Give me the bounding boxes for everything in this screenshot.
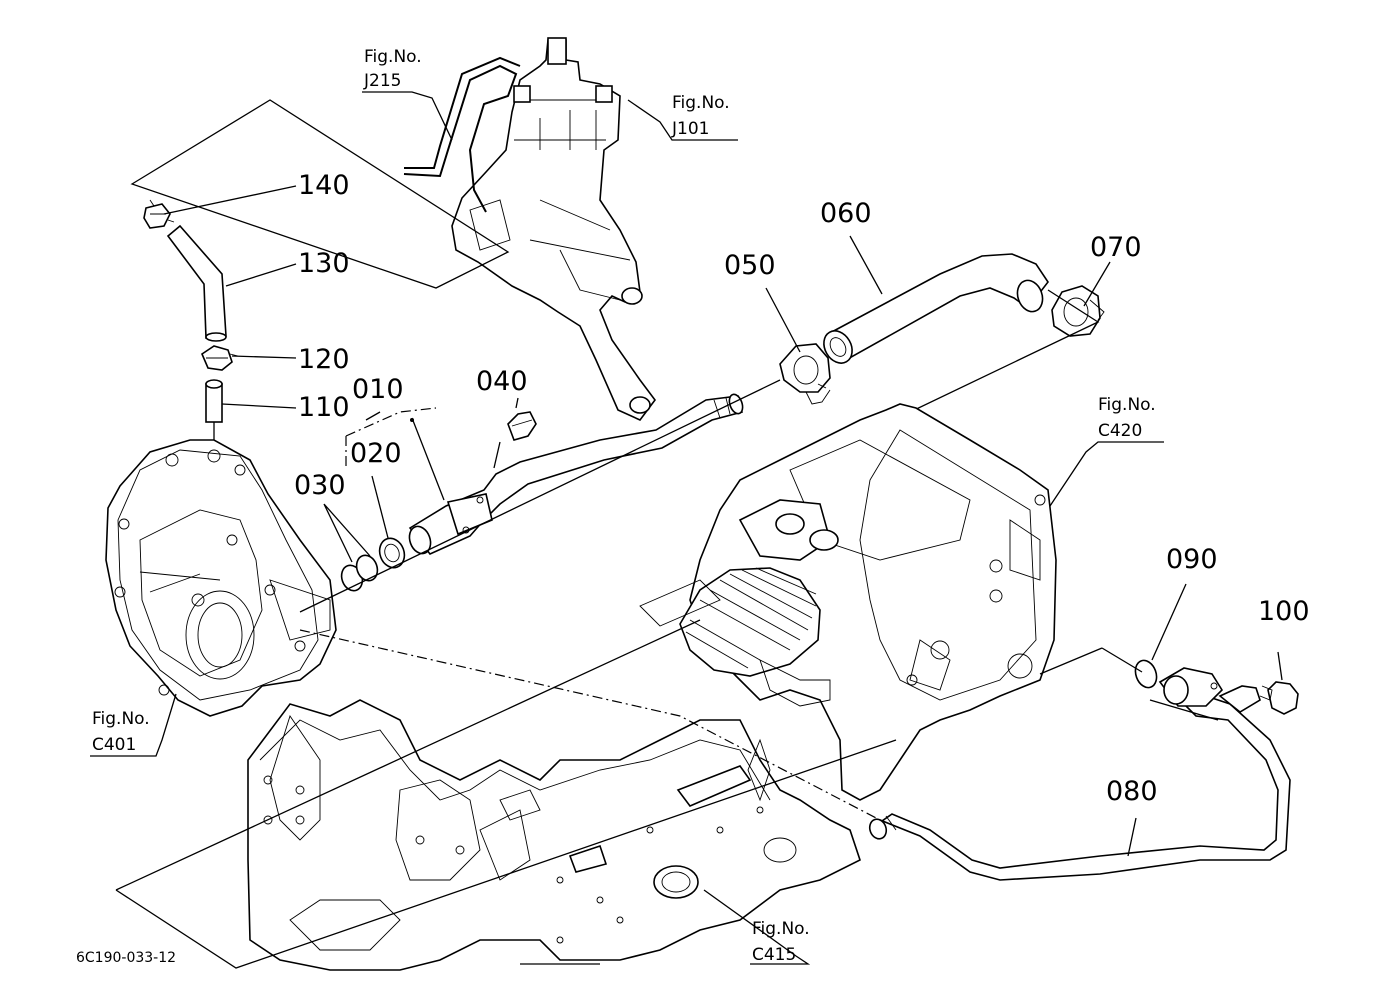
fig-ref-label-j101: Fig.No.: [672, 93, 730, 113]
leader-j215: [362, 91, 453, 141]
part-label-120: 120: [298, 344, 350, 375]
part-number-labels: 010 020 030 040 050 060 070 080 090 100 …: [294, 170, 1310, 807]
fig-ref-label-c401: Fig.No.: [92, 709, 150, 729]
part-label-010: 010: [352, 374, 404, 405]
pump-port-callout-frame: [130, 99, 510, 289]
leader-c401: [90, 693, 177, 757]
part-label-060: 060: [820, 198, 872, 229]
leader-c415: [703, 889, 811, 965]
hose-060: [826, 253, 1049, 362]
part-label-040: 040: [476, 366, 528, 397]
plug-100: [1267, 681, 1299, 715]
hose-130: [166, 224, 227, 339]
fig-ref-no-c415: C415: [752, 945, 796, 965]
o-ring-090: [1134, 659, 1158, 689]
figure-reference-labels: Fig.No. J215 Fig.No. J101 Fig.No. C420 F…: [92, 47, 1156, 965]
part-label-030: 030: [294, 470, 346, 501]
leader-j101: [627, 99, 738, 141]
pipe-010-group: [323, 393, 744, 592]
o-ring-030-b: [355, 554, 379, 582]
part-label-130: 130: [298, 248, 350, 279]
diagram-code: 6C190-033-12: [76, 950, 176, 966]
fig-ref-no-c420: C420: [1098, 421, 1142, 441]
part-label-090: 090: [1166, 544, 1218, 575]
fig-ref-no-j101: J101: [671, 119, 709, 139]
upper-hose-group: [143, 199, 239, 450]
clamp-140: [143, 203, 171, 229]
part-label-070: 070: [1090, 232, 1142, 263]
part-label-140: 140: [298, 170, 350, 201]
fig-ref-label-c415: Fig.No.: [752, 919, 810, 939]
part-label-100: 100: [1258, 596, 1310, 627]
collar-020: [378, 537, 406, 569]
steering-pump-assembly: [362, 37, 738, 421]
fig-ref-label-c420: Fig.No.: [1098, 395, 1156, 415]
part-label-050: 050: [724, 250, 776, 281]
leader-c420: [1049, 441, 1164, 507]
fig-ref-no-j215: J215: [363, 71, 401, 91]
clamp-070: [1051, 285, 1101, 337]
part-label-020: 020: [350, 438, 402, 469]
part-label-080: 080: [1106, 776, 1158, 807]
pipe-110: [205, 383, 223, 423]
fig-ref-no-c401: C401: [92, 735, 136, 755]
return-pipe-group: [868, 583, 1299, 881]
part-leader-lines: [163, 185, 297, 409]
part-label-110: 110: [298, 392, 350, 423]
clamp-050: [779, 343, 831, 393]
hose-060-group: [299, 235, 1111, 613]
transmission-case: [679, 403, 1164, 801]
front-frame: [115, 579, 897, 971]
mid-housing: [90, 439, 337, 757]
elbow-040: [507, 411, 537, 441]
fig-ref-label-j215: Fig.No.: [364, 47, 422, 67]
